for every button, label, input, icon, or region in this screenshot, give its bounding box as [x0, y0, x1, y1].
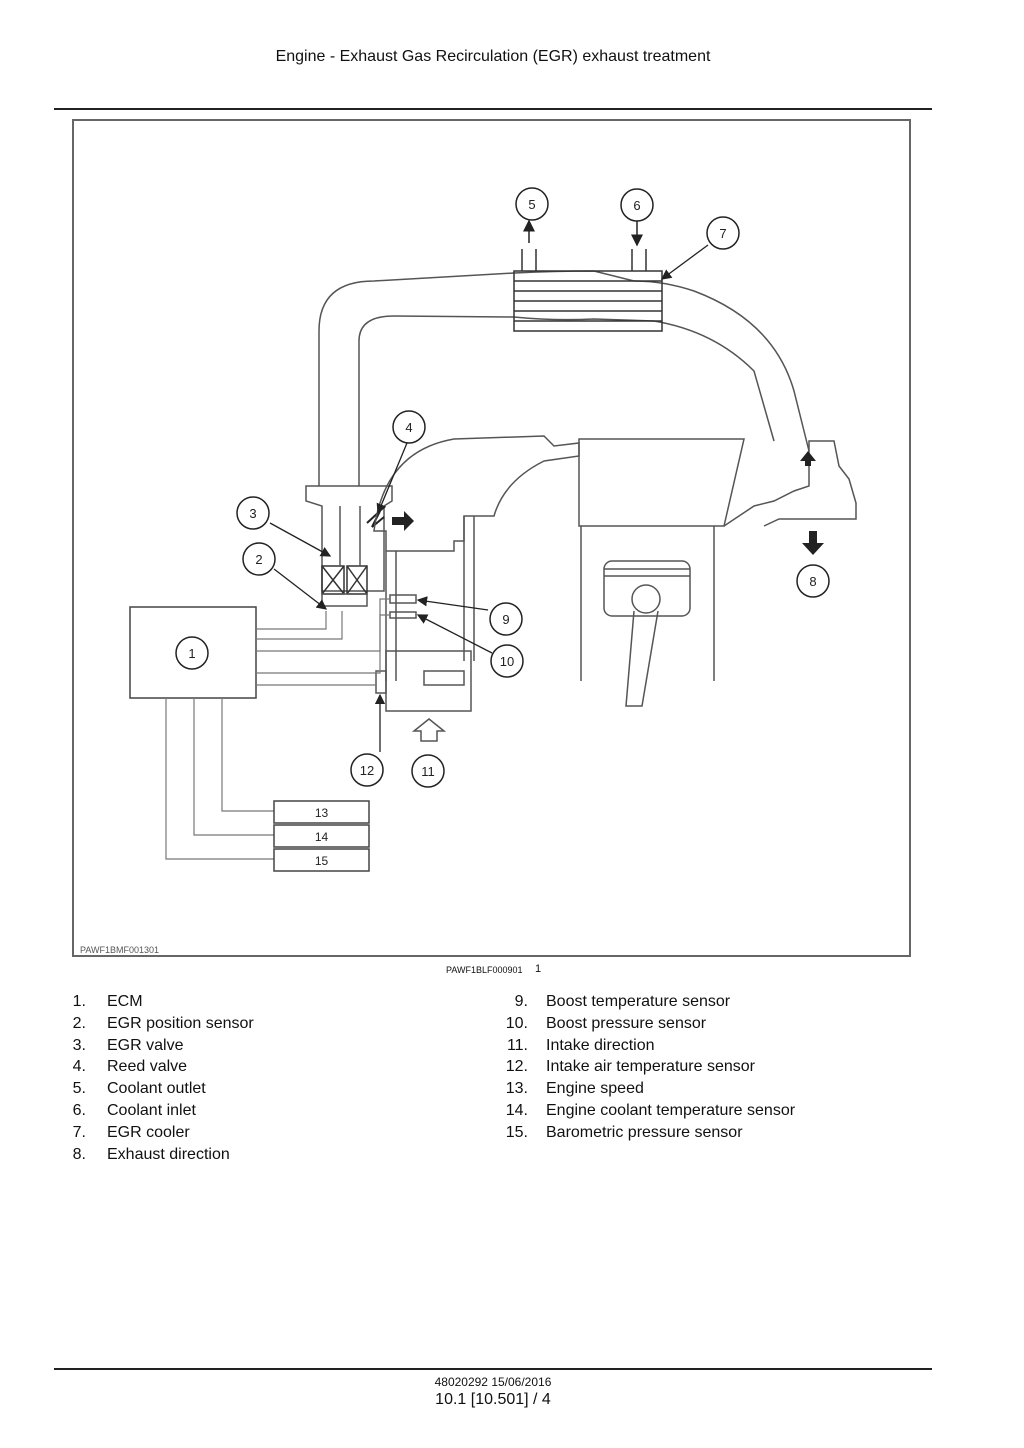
callout-5: 5: [515, 187, 549, 221]
legend-item-label: Engine coolant temperature sensor: [546, 1101, 796, 1119]
svg-text:1: 1: [188, 646, 195, 661]
legend-item-label: Exhaust direction: [107, 1145, 230, 1163]
intake-air-box: [375, 650, 472, 742]
svg-text:9: 9: [502, 612, 509, 627]
legend-item-label: Coolant inlet: [107, 1101, 196, 1119]
flow-arrow-right: [392, 511, 414, 531]
legend-item-number: 13.: [505, 1080, 528, 1098]
intake-manifold: [373, 435, 580, 681]
callout-3: 3: [236, 496, 270, 530]
svg-text:6: 6: [633, 198, 640, 213]
legend-item-label: Boost temperature sensor: [546, 993, 731, 1010]
legend-item-number: 6.: [72, 1101, 86, 1119]
sensor-box-13: 13: [273, 800, 370, 824]
callout-4: 4: [392, 410, 426, 444]
callout-6: 6: [620, 188, 654, 222]
egr-valve-body: [305, 485, 393, 607]
legend-item-number: 8.: [72, 1145, 86, 1163]
footer-page-ref: 10.1 [10.501] / 4: [435, 1391, 551, 1408]
legend-item-number: 11.: [506, 1036, 528, 1054]
legend-item-number: 7.: [72, 1123, 86, 1141]
engine-cylinder: [580, 526, 715, 707]
boost-temperature-sensor-body: [389, 594, 417, 604]
legend-item-label: Coolant outlet: [107, 1080, 206, 1098]
legend-item-number: 1.: [72, 993, 86, 1010]
callout-10: 10: [490, 644, 524, 678]
legend-item-number: 10.: [505, 1014, 528, 1032]
legend-item-number: 14.: [505, 1101, 528, 1119]
legend-item-label: Barometric pressure sensor: [546, 1123, 743, 1141]
callout-1: 1: [175, 636, 209, 670]
svg-text:7: 7: [719, 226, 726, 241]
svg-text:8: 8: [809, 574, 816, 589]
footer-rule: [54, 1368, 932, 1370]
ecm-wiring: [165, 598, 390, 860]
page-header-title: Engine - Exhaust Gas Recirculation (EGR)…: [275, 48, 711, 65]
legend-item-label: Reed valve: [107, 1058, 188, 1076]
footer-doc-id: 48020292 15/06/2016: [434, 1375, 552, 1389]
callout-11: 11: [411, 754, 445, 788]
figure-image-code: PAWF1BMF001301: [80, 945, 159, 955]
boost-pressure-sensor-body: [389, 611, 417, 619]
exhaust-up-arrow: [800, 451, 816, 466]
callout-7: 7: [706, 216, 740, 250]
ecm-box: [129, 606, 257, 699]
header-rule: [54, 108, 932, 110]
svg-text:3: 3: [249, 506, 256, 521]
sensor-box-14: 14: [273, 824, 370, 848]
svg-text:5: 5: [528, 197, 535, 212]
legend-item-number: 4.: [72, 1058, 86, 1076]
egr-system-diagram: 13 14 15 1 2 3 4 5 6 7 8 9 10 11: [72, 119, 911, 957]
exhaust-down-arrow: [802, 531, 824, 555]
legend-item-number: 5.: [72, 1080, 86, 1098]
figure-reference: PAWF1BLF000901: [446, 965, 523, 975]
egr-pipe: [318, 270, 810, 486]
legend-item-label: EGR position sensor: [107, 1014, 254, 1032]
sensor-box-15: 15: [273, 848, 370, 872]
legend-item-number: 12.: [505, 1058, 528, 1076]
callout-8: 8: [796, 564, 830, 598]
svg-text:10: 10: [500, 654, 514, 669]
legend-item-label: EGR cooler: [107, 1123, 190, 1141]
legend-item-label: Boost pressure sensor: [546, 1014, 707, 1032]
legend-item-number: 2.: [72, 1014, 86, 1032]
sensor-box-15-label: 15: [315, 854, 329, 868]
legend-item-number: 15.: [505, 1123, 528, 1141]
svg-text:12: 12: [360, 763, 374, 778]
callout-12: 12: [350, 753, 384, 787]
legend-item-label: Intake air temperature sensor: [546, 1058, 755, 1076]
legend-item-number: 9.: [514, 993, 528, 1010]
callout-9: 9: [489, 602, 523, 636]
leader-lines: [269, 244, 709, 752]
sensor-box-13-label: 13: [315, 806, 329, 820]
svg-text:4: 4: [405, 420, 412, 435]
legend-item-number: 3.: [72, 1036, 86, 1054]
sensor-box-14-label: 14: [315, 830, 329, 844]
callout-2: 2: [242, 542, 276, 576]
legend-item-label: Intake direction: [546, 1036, 655, 1054]
svg-text:11: 11: [421, 764, 435, 779]
svg-text:2: 2: [255, 552, 262, 567]
egr-cooler: [513, 249, 663, 332]
legend-item-label: EGR valve: [107, 1036, 184, 1054]
legend-item-label: ECM: [107, 993, 143, 1010]
figure-number: 1: [535, 963, 542, 975]
legend-item-label: Engine speed: [546, 1080, 644, 1098]
cylinder-head: [578, 438, 857, 527]
